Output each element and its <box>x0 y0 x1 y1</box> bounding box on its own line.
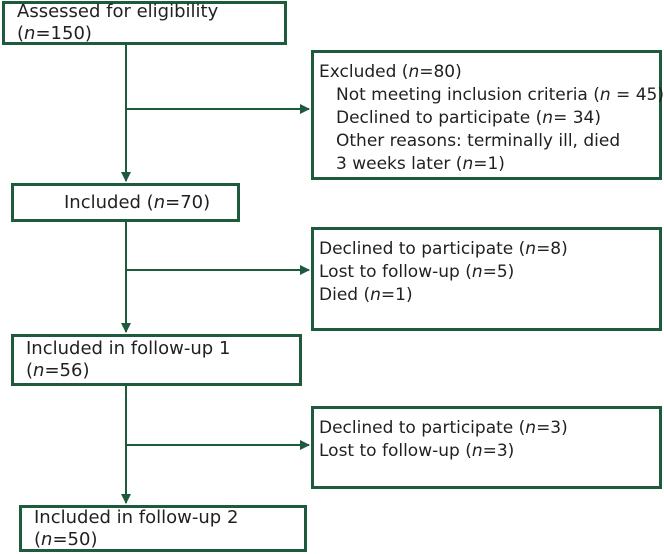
exclusion-box-1: Excluded (n=80) Not meeting inclusion cr… <box>311 50 664 180</box>
stage-label: Assessed for eligibility (n=150) <box>17 1 219 44</box>
stage-box-included: Included (n=70) <box>11 183 240 222</box>
exclusion-item: Lost to follow-up (n=3) <box>319 441 515 461</box>
stage-box-follow-up-1: Included in follow-up 1 (n=56) <box>11 334 302 386</box>
stage-label: Included in follow-up 1 (n=56) <box>26 338 231 381</box>
stage-label: Included in follow-up 2 (n=50) <box>34 506 239 550</box>
exclusion-box-3: Declined to participate (n=3) Lost to fo… <box>311 406 662 489</box>
exclusion-item: Declined to participate (n=8) <box>319 239 568 259</box>
exclusion-item: Lost to follow-up (n=5) <box>319 262 515 282</box>
exclusion-item: Not meeting inclusion criteria (n = 45) <box>336 85 664 105</box>
stage-box-assessed: Assessed for eligibility (n=150) <box>2 1 287 45</box>
exclusion-item: Declined to participate (n=3) <box>319 418 568 438</box>
exclusion-title: Excluded (n=80) <box>319 62 462 82</box>
exclusion-item: Other reasons: terminally ill, died 3 we… <box>336 131 621 174</box>
stage-box-follow-up-2: Included in follow-up 2 (n=50) <box>19 505 307 552</box>
exclusion-box-2: Declined to participate (n=8) Lost to fo… <box>311 227 662 331</box>
exclusion-item: Died (n=1) <box>319 285 413 305</box>
stage-label: Included (n=70) <box>64 191 211 213</box>
exclusion-item: Declined to participate (n= 34) <box>336 108 601 128</box>
